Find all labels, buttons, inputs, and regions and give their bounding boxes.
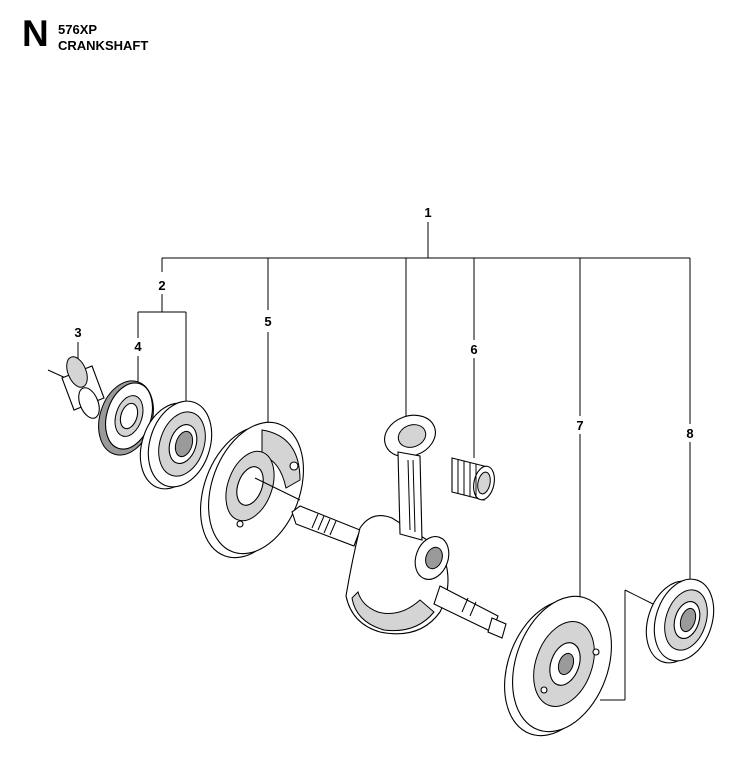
part-8-bearing xyxy=(645,578,715,664)
part-6-needle-bearing xyxy=(451,457,495,501)
part-7-crank-half xyxy=(504,595,612,737)
callout-8: 8 xyxy=(686,426,693,441)
part-4-seal xyxy=(98,380,154,456)
callout-7: 7 xyxy=(576,418,583,433)
part-3-sleeve xyxy=(61,356,105,419)
part-1-connecting-rod xyxy=(384,414,436,541)
callout-2: 2 xyxy=(158,278,165,293)
callout-6: 6 xyxy=(470,342,477,357)
model-number: 576XP xyxy=(58,22,98,37)
callout-5: 5 xyxy=(264,314,271,329)
part-5-crank-half xyxy=(200,421,304,559)
callout-1: 1 xyxy=(424,205,431,220)
callout-4: 4 xyxy=(134,339,142,354)
callout-3: 3 xyxy=(74,325,81,340)
part-2-bearing xyxy=(139,400,213,490)
page-title: CRANKSHAFT xyxy=(58,38,149,53)
section-letter: N xyxy=(22,13,49,54)
leader-lines xyxy=(47,222,691,701)
part-1-crankshaft xyxy=(291,505,507,639)
callouts: 1 2 3 4 5 6 7 8 xyxy=(74,205,693,441)
